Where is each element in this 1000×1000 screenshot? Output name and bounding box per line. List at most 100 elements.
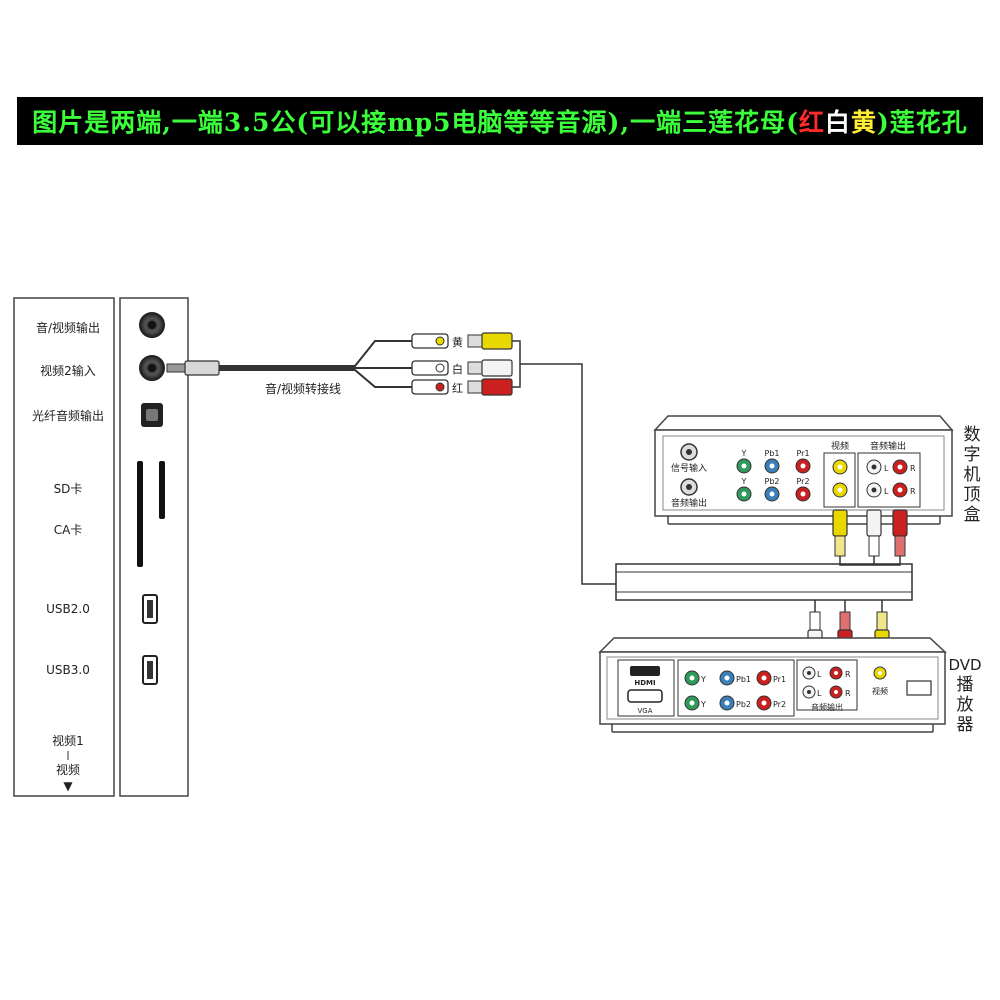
banner-red: 红 <box>798 108 825 137</box>
dvd-vga-label: VGA <box>637 707 652 715</box>
tv-port-panel <box>119 297 189 797</box>
stb-plug-white <box>866 509 882 537</box>
dvd-title-line-2: 播 <box>957 675 974 695</box>
stb-pr2-label: Pr2 <box>796 477 809 486</box>
stb-title-char-4: 顶 <box>964 485 981 505</box>
dvd-pb1-label: Pb1 <box>736 675 751 684</box>
dvd-plug-yellow-neck <box>876 611 888 631</box>
dvd-l2-label: L <box>817 689 822 698</box>
stb-audio-out-small-label: 音频输出 <box>671 497 707 509</box>
stb-audio-l1-hole <box>871 464 877 470</box>
usb3-port-inner <box>147 661 153 679</box>
ca-card-slot[interactable] <box>159 461 165 519</box>
dvd-y2-label: Y <box>700 700 706 709</box>
dvd-pb2-hole <box>724 700 730 706</box>
cable-yellow-label: 黄 <box>452 335 463 349</box>
stb-audio-out-hole <box>686 484 692 490</box>
banner-text: 图片是两端,一端3.5公(可以接mp5电脑等等音源),一端三莲花母(红白黄)莲花… <box>32 103 968 139</box>
title-banner: 图片是两端,一端3.5公(可以接mp5电脑等等音源),一端三莲花母(红白黄)莲花… <box>17 97 983 145</box>
sd-card-slot[interactable] <box>137 461 143 567</box>
dvd-pr2-hole <box>761 700 767 706</box>
stb-signal-in-hole <box>686 449 692 455</box>
stb-plug-yellow-neck <box>834 535 846 557</box>
label-video1-bottom: 视频 <box>56 762 80 777</box>
dvd-pb1-hole <box>724 675 730 681</box>
dvd-plug-white-neck <box>809 611 821 631</box>
label-video2-in: 视频2输入 <box>40 363 96 378</box>
dvd-title-line-3: 放 <box>957 695 974 715</box>
optical-out-port-inner <box>146 409 158 421</box>
stb-y2-label: Y <box>741 477 747 486</box>
banner-suffix: )莲花孔 <box>876 108 968 137</box>
dvd-audio-out-label: 音频输出 <box>811 702 843 712</box>
stb-l1-label: L <box>884 464 889 473</box>
rca-female-red-ring <box>435 382 445 392</box>
dvd-pr2-label: Pr2 <box>773 700 786 709</box>
rca-male-yellow <box>481 332 513 350</box>
video2-in-jack-hole <box>148 364 156 372</box>
stb-video2-hole <box>837 487 843 493</box>
rca-male-bundle <box>512 340 521 388</box>
stb-y1-hole <box>741 463 747 469</box>
stb-video-label: 视频 <box>831 440 849 452</box>
tv-label-panel <box>13 297 115 797</box>
stb-video-box <box>823 452 856 508</box>
stb-audio-l2-hole <box>871 487 877 493</box>
dvd-vga-port[interactable] <box>627 689 663 703</box>
stb-audio-r2-hole <box>897 487 903 493</box>
stb-pr1-hole <box>800 463 806 469</box>
dvd-pb2-label: Pb2 <box>736 700 751 709</box>
stb-audio-out-label: 音频输出 <box>870 440 906 452</box>
stb-plug-red <box>892 509 908 537</box>
dvd-panel-inset <box>606 656 939 720</box>
rca-male-white <box>481 359 513 377</box>
stb-video1-hole <box>837 464 843 470</box>
dvd-title-line-4: 器 <box>957 715 974 735</box>
dvd-pr1-hole <box>761 675 767 681</box>
dvd-audio-box <box>796 659 858 711</box>
dvd-video-label: 视频 <box>872 686 888 696</box>
dvd-front <box>599 651 946 725</box>
banner-white: 白 <box>824 108 851 137</box>
stb-plug-white-neck <box>868 535 880 557</box>
down-arrow-icon: ▼ <box>63 779 73 793</box>
dvd-component-box <box>677 659 795 717</box>
label-ca-card: CA卡 <box>54 523 83 537</box>
stb-plug-yellow <box>832 509 848 537</box>
cable-label: 音/视频转接线 <box>265 381 341 396</box>
dvd-top <box>598 637 947 653</box>
dvd-y2-hole <box>689 700 695 706</box>
stb-title-char-1: 数 <box>964 425 981 445</box>
av-out-jack-hole <box>148 321 156 329</box>
cable-red-label: 红 <box>452 382 463 395</box>
dvd-pr1-label: Pr1 <box>773 675 786 684</box>
stb-l2-label: L <box>884 487 889 496</box>
dvd-hdmi-port[interactable] <box>630 666 660 676</box>
stb-title-char-2: 字 <box>964 445 981 465</box>
cable-bus <box>615 563 913 601</box>
stb-title-char-5: 盒 <box>964 505 981 525</box>
banner-prefix: 图片是两端,一端3.5公(可以接mp5电脑等等音源),一端三莲花母( <box>32 108 799 137</box>
dvd-audio-l2-hole <box>807 690 811 694</box>
stb-panel-inset <box>662 435 945 511</box>
dvd-video-hole <box>878 671 882 675</box>
dvd-display-window <box>906 680 932 696</box>
rca-female-white-ring <box>435 363 445 373</box>
rca-male-white-tip <box>467 361 483 375</box>
banner-yellow: 黄 <box>850 108 877 137</box>
cable-wire-red <box>219 369 412 388</box>
label-usb2: USB2.0 <box>46 602 90 616</box>
stb-audio-box <box>857 452 921 508</box>
dvd-l1-label: L <box>817 670 822 679</box>
dvd-hdmi-vga-box <box>617 659 675 717</box>
stb-pr1-label: Pr1 <box>796 449 809 458</box>
dvd-title-line-1: DVD <box>948 656 981 674</box>
cable-wire-yellow <box>219 340 412 367</box>
dvd-y1-hole <box>689 675 695 681</box>
stb-title-char-3: 机 <box>964 465 981 485</box>
dvd-r2-label: R <box>845 689 851 698</box>
stb-pb2-label: Pb2 <box>765 477 780 486</box>
dvd-audio-r2-hole <box>834 690 838 694</box>
label-video1-top: 视频1 <box>52 733 84 748</box>
